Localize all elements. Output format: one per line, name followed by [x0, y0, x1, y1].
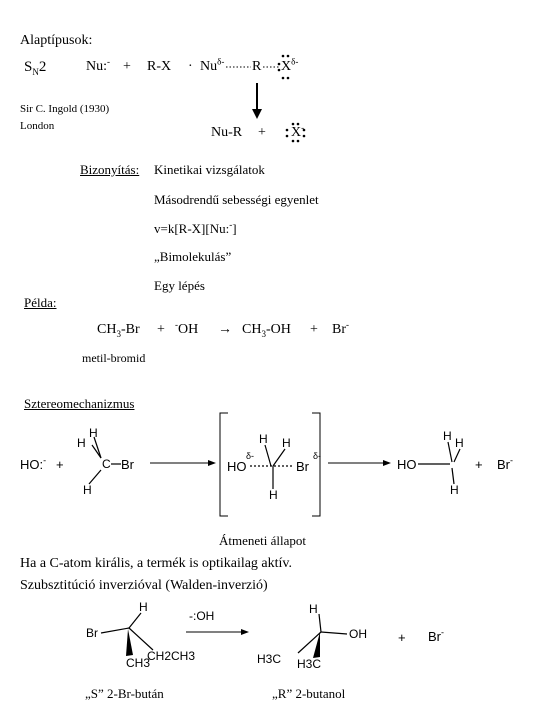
walden-reagent: -:OH	[189, 609, 215, 623]
prod-h-3: H	[450, 483, 459, 497]
example-name: metil-bromid	[82, 351, 146, 365]
walden-right-bonds	[297, 613, 348, 654]
ts-r: R	[252, 59, 262, 74]
prod-ho: HO	[397, 457, 417, 472]
walden-h-right: H	[309, 602, 318, 616]
ts-nu: Nuδ-	[200, 56, 225, 74]
walden-note: Szubsztitúció inverzióval (Walden-inverz…	[20, 578, 268, 593]
proof-line-onestep: Egy lépés	[154, 278, 205, 293]
ts-bracket-left	[219, 412, 228, 517]
ts-bonds	[250, 444, 294, 489]
prod-h-2: H	[455, 436, 464, 450]
walden-left-wedge	[126, 629, 133, 656]
stereo-c: C	[102, 457, 111, 471]
ts-h-3: H	[269, 488, 278, 502]
walden-h-left: H	[139, 600, 148, 614]
reactant-nucleophile: Nu:-	[86, 56, 110, 74]
reactant-rx: R-X	[147, 59, 172, 74]
section-title: Alaptípusok:	[20, 33, 93, 48]
walden-br: Br	[86, 626, 98, 640]
walden-ch3-left: CH3	[126, 656, 151, 670]
prod-h-1: H	[443, 429, 452, 443]
sn2-label: SN2	[24, 59, 47, 77]
example-plus-2: +	[310, 322, 318, 337]
ts-ho: HO	[227, 459, 247, 474]
walden-left-name: „S” 2-Br-bután	[85, 686, 164, 701]
proof-line-rate: Másodrendű sebességi egyenlet	[154, 192, 319, 207]
stereo-h-3: H	[83, 483, 92, 497]
dot-separator: ·	[188, 59, 193, 74]
lone-pair-dots	[277, 54, 306, 143]
proof-line-bimolecular: „Bimolekulás”	[154, 249, 232, 264]
example-hydroxide: -OH	[175, 319, 199, 337]
stereo-arrow-1-head	[208, 460, 216, 466]
chirality-note: Ha a C-atom királis, a termék is optikai…	[20, 556, 293, 571]
prod-plus: +	[475, 457, 483, 472]
stereo-product-bonds	[418, 441, 461, 485]
walden-left-bonds	[100, 612, 154, 651]
ts-delta-2: δ-	[313, 451, 322, 461]
stereo-arrow-2-head	[383, 460, 391, 466]
ts-delta-1: δ-	[246, 451, 255, 461]
proof-label: Bizonyítás:	[80, 162, 140, 177]
product-nur: Nu-R	[211, 125, 243, 140]
ts-caption: Átmeneti állapot	[219, 533, 307, 548]
stereo-label: Sztereomechanizmus	[24, 396, 135, 411]
proof-line-equation: v=k[R-X][Nu:-]	[154, 219, 237, 236]
stereo-plus: +	[56, 457, 64, 472]
author: Sir C. Ingold (1930)	[20, 103, 110, 115]
plus-sign-2: +	[258, 125, 266, 140]
ts-bracket-right	[312, 412, 321, 517]
ts-br: Br	[296, 459, 309, 474]
walden-right-name: „R” 2-butanol	[272, 686, 346, 701]
stereo-hydroxide: HO:-	[20, 455, 47, 472]
example-reactant: CH3-Br	[97, 322, 140, 339]
ts-h-1: H	[259, 432, 268, 446]
proof-line-kinetics: Kinetikai vizsgálatok	[154, 162, 265, 177]
down-arrow-head	[252, 109, 262, 119]
walden-oh: OH	[349, 627, 367, 641]
plus-sign: +	[123, 59, 131, 74]
example-bromide: Br-	[332, 319, 349, 337]
prod-br: Br-	[497, 455, 513, 472]
example-label: Példa:	[24, 295, 57, 310]
example-product: CH3-OH	[242, 322, 291, 339]
walden-ch2ch3: CH2CH3	[147, 649, 196, 663]
walden-brm: Br-	[428, 627, 444, 644]
stereo-reactant-bonds	[88, 436, 121, 485]
ts-h-2: H	[282, 436, 291, 450]
example-arrow: →	[218, 322, 232, 337]
stereo-h-1: H	[77, 436, 86, 450]
ts-x: Xδ-	[281, 56, 299, 74]
walden-right-wedge	[313, 632, 320, 658]
walden-h3c-1: H3C	[257, 652, 282, 666]
product-x: X-	[291, 122, 305, 140]
stereo-h-2: H	[89, 426, 98, 440]
walden-h3c-2: H3C	[297, 657, 322, 671]
city: London	[20, 120, 55, 132]
stereo-br: Br	[121, 457, 134, 472]
example-plus: +	[157, 322, 165, 337]
walden-arrow-head	[241, 629, 249, 635]
walden-plus: +	[398, 630, 406, 645]
